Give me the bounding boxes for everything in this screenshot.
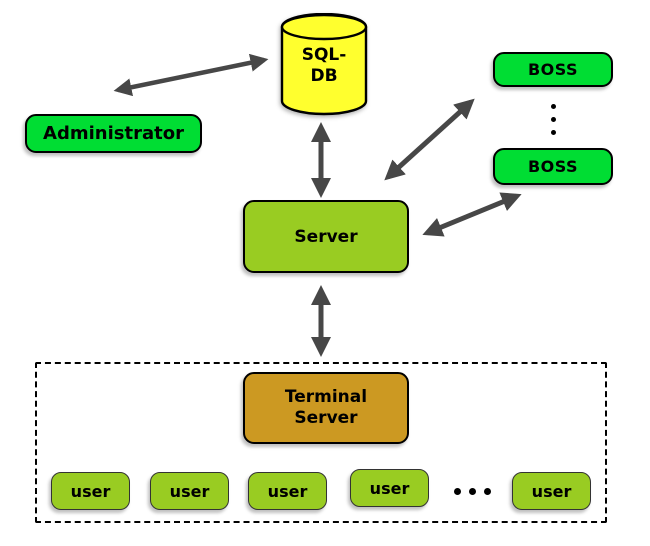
arrow-server-boss-top <box>384 98 475 181</box>
database-cylinder-icon <box>280 12 368 116</box>
user-5-label: user <box>531 481 572 501</box>
node-user-2: user <box>150 472 229 510</box>
boss-top-label: BOSS <box>527 60 579 79</box>
terminal-group-border <box>35 362 607 523</box>
user-1-label: user <box>70 481 111 501</box>
node-user-4: user <box>350 469 429 507</box>
server-label: Server <box>294 226 358 247</box>
arrow-administrator-sqldb <box>113 53 269 97</box>
terminal-server-label-line1: Terminal <box>284 386 368 407</box>
node-user-5: user <box>512 472 591 510</box>
user-ellipsis-icon <box>454 488 491 495</box>
terminal-server-label-line2: Server <box>294 408 358 428</box>
arrow-server-boss-bottom <box>422 192 522 237</box>
node-server: Server <box>243 200 409 273</box>
terminal-server-label: Terminal Server <box>285 387 367 430</box>
node-administrator: Administrator <box>25 114 202 153</box>
node-boss-top: BOSS <box>493 52 613 87</box>
sql-db-label: SQL- DB <box>280 45 368 88</box>
boss-ellipsis-icon <box>551 104 556 135</box>
node-boss-bottom: BOSS <box>493 148 613 185</box>
administrator-label: Administrator <box>43 123 184 144</box>
node-user-1: user <box>51 472 130 510</box>
sql-db-label-line1: SQL- <box>301 45 347 65</box>
boss-bottom-label: BOSS <box>527 157 579 176</box>
sql-db-label-line2: DB <box>310 66 338 87</box>
node-user-3: user <box>248 472 327 510</box>
user-2-label: user <box>169 481 210 501</box>
node-terminal-server: Terminal Server <box>243 372 409 444</box>
user-4-label: user <box>369 478 410 498</box>
user-3-label: user <box>267 481 308 501</box>
node-sql-db: SQL- DB <box>280 12 368 117</box>
